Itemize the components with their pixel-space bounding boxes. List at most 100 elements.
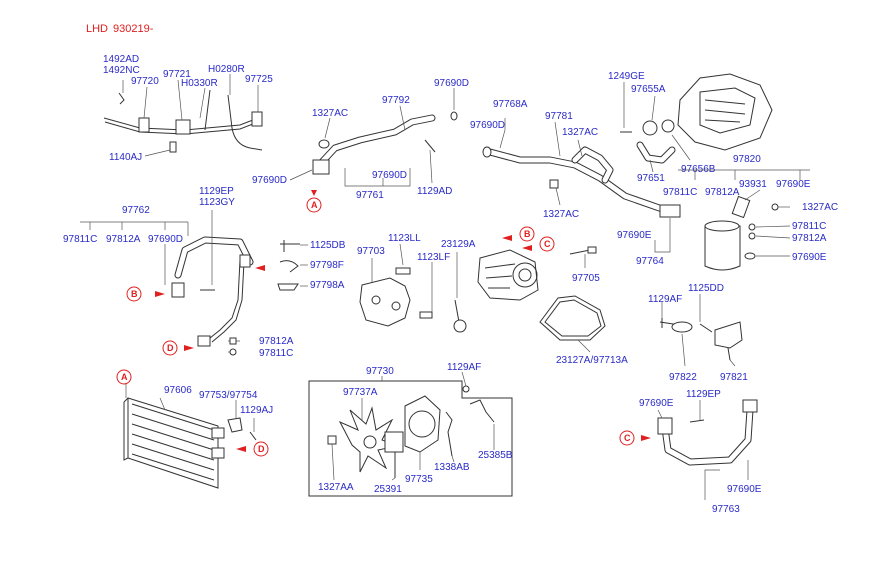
ref-arrow-c-right <box>641 435 651 441</box>
label-97812a-a: 97812A <box>705 187 740 198</box>
label-23129a: 23129A <box>441 239 476 250</box>
ref-circle-d-left <box>162 340 178 356</box>
switch-bracket-hardware <box>277 240 308 291</box>
drive-belt <box>539 295 606 353</box>
mounting-bracket <box>659 294 743 367</box>
label-97690e-e: 97690E <box>727 484 762 495</box>
ref-arrow-a-top <box>311 190 317 196</box>
label-97690d-e: 97690D <box>148 234 183 245</box>
label-1129ep-b: 1129EP <box>686 389 721 400</box>
label-1492ad: 1492AD <box>103 54 139 65</box>
ref-arrow-d-left <box>184 345 194 351</box>
label-97798f: 97798F <box>310 260 344 271</box>
label-97811c-a: 97811C <box>663 187 697 198</box>
label-97606: 97606 <box>164 385 192 396</box>
label-97798a: 97798A <box>310 280 345 291</box>
label-23127a: 23127A/97713A <box>556 355 628 366</box>
evaporator-assembly <box>620 73 773 173</box>
label-97781: 97781 <box>545 111 573 122</box>
label-1129aj: 1129AJ <box>240 405 273 416</box>
label-97690e-b: 97690E <box>617 230 652 241</box>
label-1123gy: 1123GY <box>199 197 235 208</box>
ref-c-comp: C <box>544 239 551 249</box>
label-97690d-a: 97690D <box>434 78 469 89</box>
ref-circle-b-left <box>126 286 142 302</box>
ref-arrow-c-comp <box>522 245 532 251</box>
ref-b-comp: B <box>524 229 531 239</box>
label-97720: 97720 <box>131 76 159 87</box>
label-97811c-d: 97811C <box>259 348 293 359</box>
label-97820: 97820 <box>733 154 761 165</box>
label-1125db: 1125DB <box>310 240 346 251</box>
discharge-pipe-97764 <box>482 118 681 253</box>
ref-circle-d-bottom <box>253 441 269 457</box>
label-1327ac-b: 1327AC <box>562 127 598 138</box>
hose-97762 <box>80 210 254 356</box>
vacuum-switch-assembly <box>103 74 263 157</box>
label-97812a-c: 97812A <box>106 234 141 245</box>
label-97690d-d: 97690D <box>470 120 505 131</box>
label-97753: 97753/97754 <box>199 390 258 401</box>
label-97764: 97764 <box>636 256 664 267</box>
label-25391: 25391 <box>374 484 402 495</box>
ref-d-left: D <box>167 343 174 353</box>
label-1125dd: 1125DD <box>688 283 724 294</box>
ref-arrow-b-left <box>155 291 165 297</box>
label-97690d-b: 97690D <box>252 175 287 186</box>
label-97763: 97763 <box>712 504 740 515</box>
label-97768a: 97768A <box>493 99 528 110</box>
ref-circle-c-comp <box>539 236 555 252</box>
lhd-label: LHD <box>86 23 108 35</box>
label-97735: 97735 <box>405 474 433 485</box>
label-97811c-c: 97811C <box>63 234 97 245</box>
label-97690d-c: 97690D <box>372 170 407 181</box>
label-97762: 97762 <box>122 205 150 216</box>
label-1249ge: 1249GE <box>608 71 645 82</box>
label-93931: 93931 <box>739 179 767 190</box>
ref-arrow-hose-end <box>255 265 265 271</box>
ref-circle-a-bottom <box>116 369 132 385</box>
label-97812a-b: 97812A <box>792 233 827 244</box>
ref-arrow-d-bottom <box>236 446 246 452</box>
ref-circle-c-right <box>619 430 635 446</box>
label-97690e-a: 97690E <box>776 179 811 190</box>
ref-a-bottom: A <box>121 372 128 382</box>
label-25385b: 25385B <box>478 450 513 461</box>
label-97705: 97705 <box>572 273 600 284</box>
label-1140aj: 1140AJ <box>109 152 142 163</box>
label-97761: 97761 <box>356 190 384 201</box>
label-97690e-d: 97690E <box>639 398 674 409</box>
label-97812a-d: 97812A <box>259 336 294 347</box>
receiver-drier-assembly <box>678 169 810 271</box>
label-97737a: 97737A <box>343 387 378 398</box>
label-97651: 97651 <box>637 173 665 184</box>
ref-circle-a-top <box>306 197 322 213</box>
label-1129ep-a: 1129EP <box>199 186 234 197</box>
label-97725: 97725 <box>245 74 273 85</box>
label-1129af-a: 1129AF <box>648 294 682 305</box>
label-1327ac-c: 1327AC <box>543 209 579 220</box>
ref-d-bottom: D <box>258 444 265 454</box>
ref-circle-b-comp <box>519 226 535 242</box>
label-1129ad: 1129AD <box>417 186 452 197</box>
label-1123ll: 1123LL <box>388 233 421 244</box>
label-h0330r: H0330R <box>181 78 218 89</box>
fan-assembly-box <box>308 371 513 497</box>
label-97811c-b: 97811C <box>792 221 826 232</box>
label-97655a: 97655A <box>631 84 666 95</box>
label-1327ac-d: 1327AC <box>802 202 838 213</box>
label-97730: 97730 <box>366 366 394 377</box>
label-1338ab: 1338AB <box>434 462 470 473</box>
label-1492nc: 1492NC <box>103 65 140 76</box>
ref-b-left: B <box>131 289 138 299</box>
label-97821: 97821 <box>720 372 748 383</box>
ref-c-right: C <box>624 433 631 443</box>
label-h0280r: H0280R <box>208 64 245 75</box>
ref-a-top: A <box>311 200 318 210</box>
ref-arrow-b-comp <box>502 235 512 241</box>
hose-97763 <box>657 399 758 500</box>
label-97690e-c: 97690E <box>792 252 827 263</box>
label-1129af-b: 1129AF <box>447 362 481 373</box>
suction-pipe-97761 <box>289 88 458 187</box>
